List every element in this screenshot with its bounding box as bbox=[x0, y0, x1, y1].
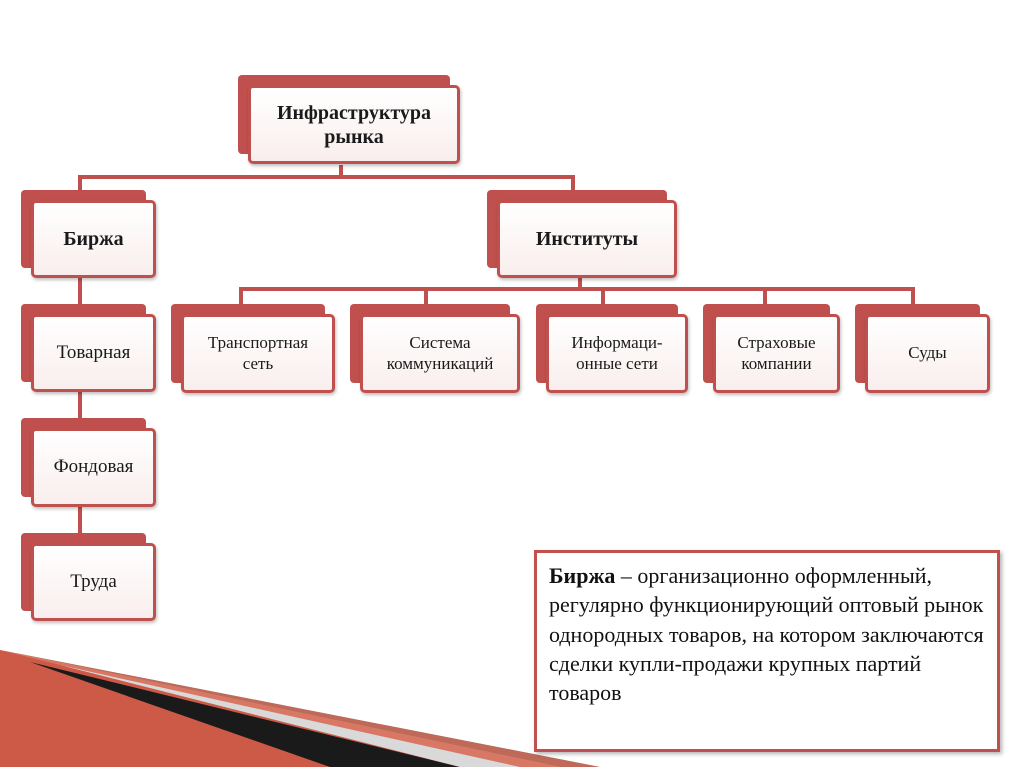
node-label: Товарная bbox=[31, 314, 156, 392]
node-label: Институты bbox=[497, 200, 677, 278]
node-information-networks: Информаци-онные сети bbox=[536, 304, 688, 393]
connector-institutions-bus bbox=[239, 287, 915, 304]
connector-root-institutions bbox=[341, 175, 575, 190]
node-stock-exchange: Фондовая bbox=[21, 418, 156, 507]
node-label: Информаци-онные сети bbox=[546, 314, 688, 393]
node-label: Транспортная сеть bbox=[181, 314, 335, 393]
node-label: Труда bbox=[31, 543, 156, 621]
node-label: Фондовая bbox=[31, 428, 156, 507]
connector-root-exchange bbox=[78, 165, 343, 190]
definition-text: – организационно оформленный, регулярно … bbox=[549, 563, 984, 705]
node-label: Суды bbox=[865, 314, 990, 393]
definition-term: Биржа bbox=[549, 563, 616, 588]
node-labor-exchange: Труда bbox=[21, 533, 156, 621]
node-label: Страховые компании bbox=[713, 314, 840, 393]
node-transport-network: Транспортная сеть bbox=[171, 304, 335, 393]
node-commodity-exchange: Товарная bbox=[21, 304, 156, 392]
node-insurance-companies: Страховые компании bbox=[703, 304, 840, 393]
node-label: Инфраструктура рынка bbox=[248, 85, 460, 164]
node-courts: Суды bbox=[855, 304, 990, 393]
node-institutions: Институты bbox=[487, 190, 677, 278]
node-communication-system: Система коммуникаций bbox=[350, 304, 520, 393]
node-label: Система коммуникаций bbox=[360, 314, 520, 393]
node-market-infrastructure: Инфраструктура рынка bbox=[238, 75, 460, 164]
definition-box: Биржа – организационно оформленный, регу… bbox=[534, 550, 1000, 752]
node-label: Биржа bbox=[31, 200, 156, 278]
node-exchange: Биржа bbox=[21, 190, 156, 278]
